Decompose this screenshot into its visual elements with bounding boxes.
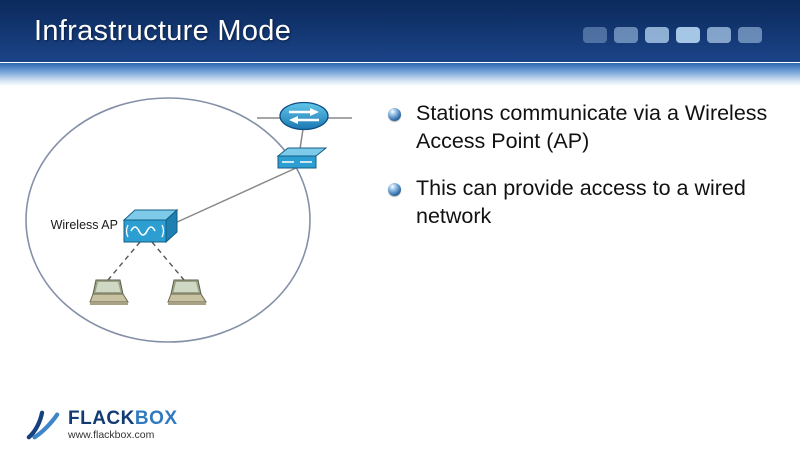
- logo-wordmark: FLACKBOX: [68, 409, 178, 429]
- link-line: [163, 167, 297, 229]
- switch-icon: [276, 147, 328, 169]
- wireless-ap-label: Wireless AP: [51, 218, 118, 232]
- network-diagram: Wireless AP: [25, 97, 352, 343]
- list-item: Stations communicate via a Wireless Acce…: [388, 100, 784, 155]
- decor-pill: [738, 27, 762, 43]
- decor-pill: [707, 27, 731, 43]
- decor-pill: [614, 27, 638, 43]
- bullet-text: This can provide access to a wired netwo…: [416, 176, 746, 228]
- bullet-sphere-icon: [388, 183, 401, 197]
- bullet-sphere-icon: [388, 108, 401, 121]
- footer-logo: FLACKBOX www.flackbox.com: [26, 408, 178, 442]
- link-line: [299, 128, 304, 150]
- logo-primary: FLACK: [68, 408, 135, 430]
- dashed-link: [151, 241, 185, 281]
- decor-pill: [645, 27, 669, 43]
- bullet-text: Stations communicate via a Wireless Acce…: [416, 101, 768, 153]
- decor-pill: [583, 27, 607, 43]
- page-title: Infrastructure Mode: [34, 14, 292, 47]
- laptop-icon: [167, 279, 207, 305]
- bullet-list: Stations communicate via a Wireless Acce…: [388, 100, 784, 250]
- wireless-ap-icon: [122, 208, 179, 244]
- logo-text: FLACKBOX www.flackbox.com: [68, 409, 178, 441]
- dashed-link: [107, 241, 141, 281]
- list-item: This can provide access to a wired netwo…: [388, 175, 784, 230]
- decor-pill: [676, 27, 700, 43]
- website-url: www.flackbox.com: [68, 428, 155, 441]
- flackbox-swoosh-icon: [26, 410, 60, 440]
- router-icon: [279, 101, 329, 131]
- coverage-circle: [25, 97, 311, 343]
- header-decor-pills: [583, 27, 762, 43]
- laptop-icon: [89, 279, 129, 305]
- header-gradient-band: [0, 62, 800, 86]
- logo-secondary: BOX: [134, 408, 178, 430]
